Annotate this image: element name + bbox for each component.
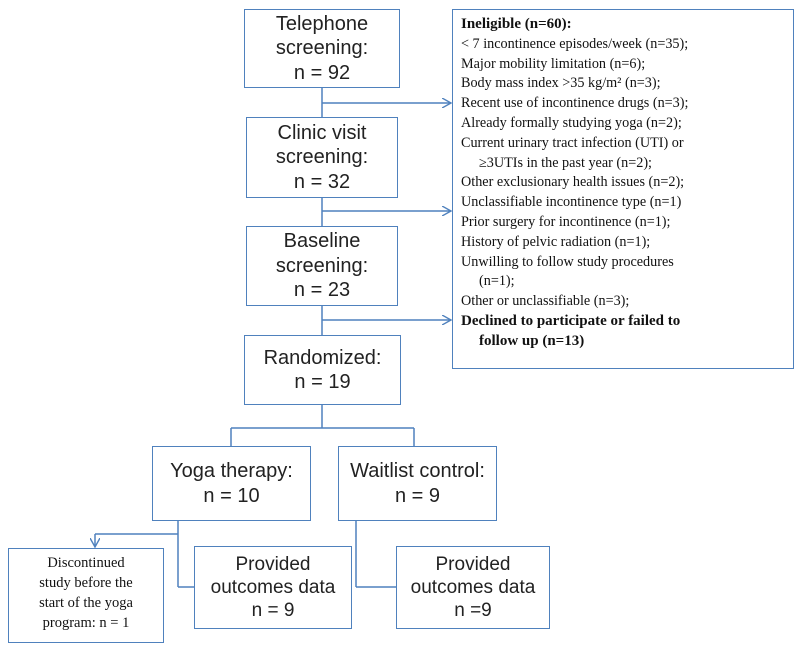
ineligible-item: < 7 incontinence episodes/week (n=35);	[461, 35, 689, 52]
ineligible-item: Recent use of incontinence drugs (n=3);	[461, 95, 689, 112]
ineligible-item: Unwilling to follow study procedures	[461, 253, 674, 270]
randomized-title: Randomized:	[263, 346, 382, 369]
clinic-visit-title: Clinic visit	[277, 121, 367, 144]
ineligible-item: Major mobility limitation (n=6);	[461, 55, 646, 72]
ineligible-item: ≥3UTIs in the past year (n=2);	[479, 154, 652, 171]
yoga-outcomes-line-2: outcomes data	[210, 576, 336, 598]
discontinued-line-3: start of the yoga	[39, 595, 133, 611]
ineligible-item: History of pelvic radiation (n=1);	[461, 233, 651, 250]
ineligible-item: Body mass index >35 kg/m² (n=3);	[461, 75, 661, 92]
yoga-therapy-title: Yoga therapy:	[170, 460, 293, 483]
telephone-screening-subtitle: screening:	[275, 37, 369, 60]
discontinued-line-1: Discontinued	[47, 555, 125, 571]
ineligible-box: Ineligible (n=60): < 7 incontinence epis…	[452, 9, 794, 369]
discontinued-line-2: study before the	[39, 575, 133, 591]
declined-line-2: follow up (n=13)	[479, 332, 585, 349]
randomized-count: n = 19	[294, 371, 351, 393]
telephone-screening-count: n = 92	[293, 61, 351, 84]
yoga-outcomes-box: Provided outcomes data n = 9	[194, 546, 352, 629]
baseline-screening-box: Baseline screening: n = 23	[246, 226, 398, 306]
yoga-outcomes-line-1: Provided	[235, 553, 311, 575]
waitlist-control-count: n = 9	[394, 484, 441, 507]
baseline-count: n = 23	[293, 279, 351, 302]
ineligible-item: Other or unclassifiable (n=3);	[461, 293, 630, 310]
telephone-screening-box: Telephone screening: n = 92	[244, 9, 400, 88]
clinic-visit-count: n = 32	[293, 170, 351, 193]
waitlist-outcomes-line-1: Provided	[435, 553, 511, 575]
yoga-therapy-box: Yoga therapy: n = 10	[152, 446, 311, 521]
telephone-screening-title: Telephone	[275, 12, 369, 35]
yoga-therapy-count: n = 10	[203, 484, 260, 507]
clinic-visit-subtitle: screening:	[275, 146, 369, 169]
randomized-box: Randomized: n = 19	[244, 335, 401, 405]
discontinued-box: Discontinued study before the start of t…	[8, 548, 164, 643]
waitlist-outcomes-box: Provided outcomes data n =9	[396, 546, 550, 629]
waitlist-control-box: Waitlist control: n = 9	[338, 446, 497, 521]
discontinued-line-4: program: n = 1	[42, 615, 130, 631]
waitlist-control-title: Waitlist control:	[350, 460, 485, 483]
waitlist-outcomes-line-2: outcomes data	[410, 576, 536, 598]
ineligible-item: Already formally studying yoga (n=2);	[461, 114, 682, 131]
ineligible-item: (n=1);	[479, 273, 515, 290]
ineligible-item: Other exclusionary health issues (n=2);	[461, 174, 685, 191]
ineligible-item: Unclassifiable incontinence type (n=1)	[461, 194, 682, 211]
clinic-visit-screening-box: Clinic visit screening: n = 32	[246, 117, 398, 198]
baseline-title: Baseline	[283, 230, 361, 253]
declined-line-1: Declined to participate or failed to	[461, 312, 681, 329]
yoga-outcomes-count: n = 9	[251, 600, 295, 622]
waitlist-outcomes-count: n =9	[454, 600, 492, 622]
baseline-subtitle: screening:	[275, 254, 369, 277]
ineligible-item: Current urinary tract infection (UTI) or	[461, 134, 684, 151]
ineligible-heading: Ineligible (n=60):	[461, 16, 572, 32]
ineligible-item: Prior surgery for incontinence (n=1);	[461, 213, 671, 230]
